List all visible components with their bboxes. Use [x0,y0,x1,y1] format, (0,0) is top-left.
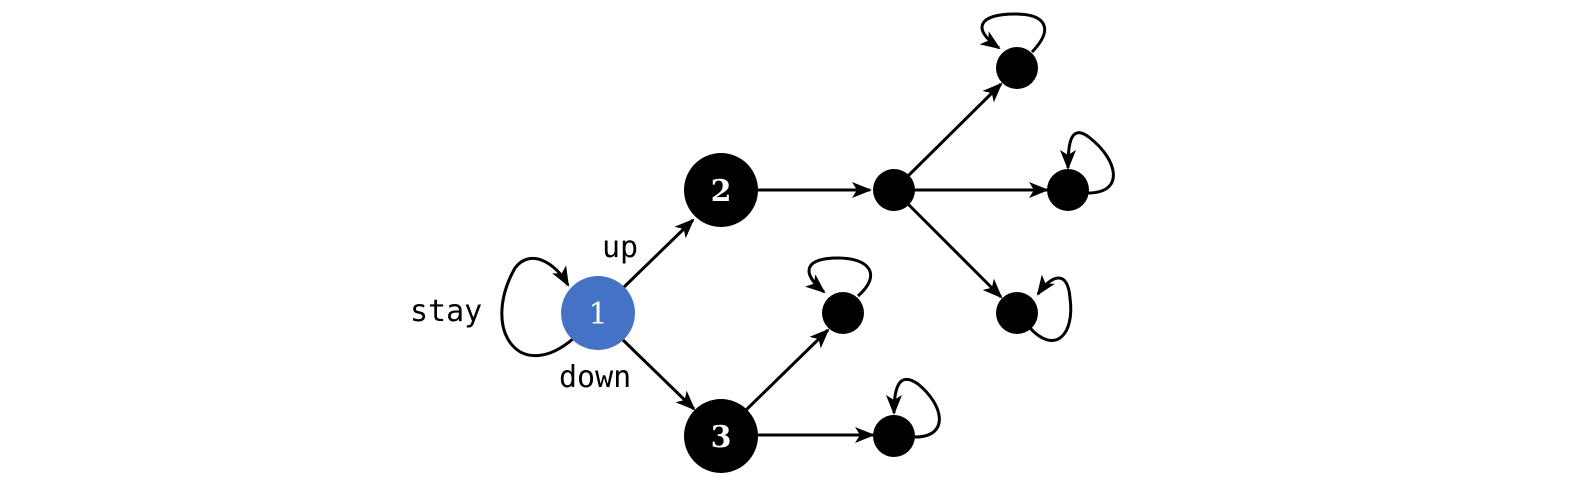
node-4 [873,169,915,211]
node-2: 2 [684,153,758,227]
node-7 [996,292,1038,334]
self-loop-9 [886,377,941,439]
edges [500,12,1115,443]
edge-label-up: up [602,230,638,265]
node-5 [996,47,1038,89]
node-3-circle [684,399,758,473]
node-3: 3 [684,399,758,473]
self-loop-8 [805,256,873,298]
self-loop-7 [1028,274,1073,342]
node-2-circle [684,153,758,227]
node-2-label: 2 [711,174,732,209]
node-9 [873,415,915,457]
self-loop-6 [1060,131,1115,195]
edge-label-stay: stay [410,294,482,329]
edge-3-to-8 [743,328,830,413]
nodes: 1 2 3 [561,47,1089,473]
edge-labels: up down stay [410,230,638,395]
node-1-circle [561,276,635,350]
edge-4-to-5 [906,82,1003,178]
self-loop-5 [979,12,1046,54]
self-loop-1 [500,256,575,358]
edge-1-to-2 [621,218,695,290]
node-6 [1047,169,1089,211]
node-1: 1 [561,276,635,350]
node-1-label: 1 [588,297,607,332]
edge-label-down: down [559,360,631,395]
edge-1-to-3 [621,338,696,411]
node-8 [822,292,864,334]
edge-4-to-7 [906,202,1003,299]
node-3-label: 3 [711,420,732,455]
